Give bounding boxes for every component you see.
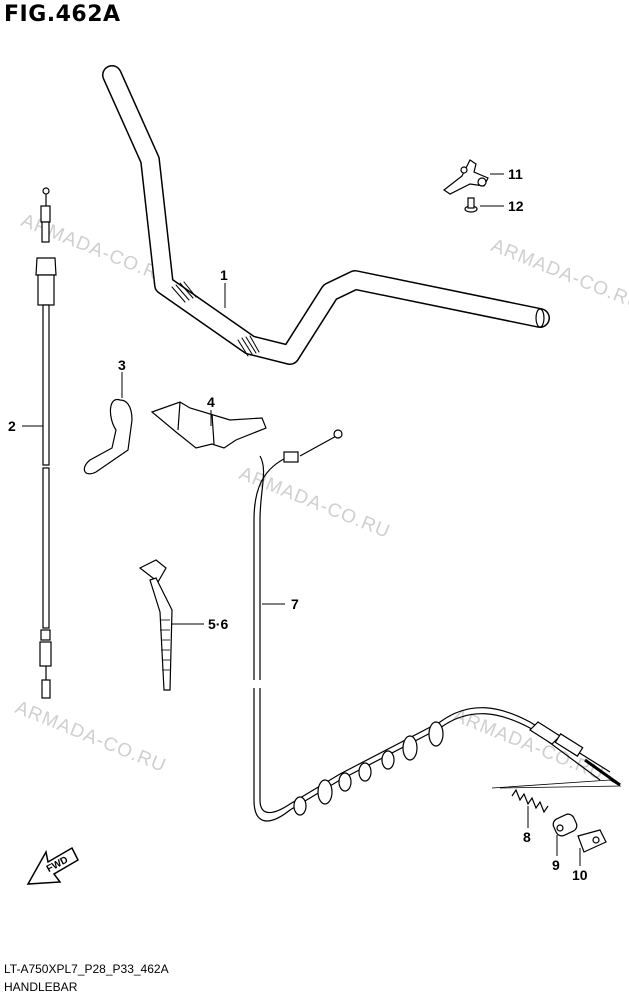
callout-12: 12 (508, 198, 524, 214)
callout-5-6: 5·6 (208, 616, 229, 632)
cable-7-part (253, 429, 621, 822)
callout-4: 4 (207, 394, 215, 410)
nut-9-part (552, 813, 578, 837)
callout-7: 7 (291, 596, 299, 612)
clip-3-part (83, 399, 133, 475)
clip-10-part (577, 829, 607, 853)
callout-10: 10 (572, 867, 588, 883)
callout-11: 11 (508, 166, 523, 182)
handlebar-part (102, 65, 550, 365)
footer-name: HANDLEBAR (4, 980, 78, 994)
fwd-arrow-icon: FWD (26, 846, 79, 885)
holder-4-part (150, 401, 267, 449)
handlebar-knurl (171, 281, 260, 357)
cable-2-part (35, 187, 57, 699)
callout-2: 2 (8, 418, 16, 434)
callout-9: 9 (552, 857, 560, 873)
callout-3: 3 (118, 357, 126, 373)
bracket-11-part (442, 159, 489, 195)
footer-code: LT-A750XPL7_P28_P33_462A (4, 962, 169, 976)
watermark-4: ARMADA-CO.RU (12, 697, 169, 777)
tie-band-5-6-part (138, 559, 173, 691)
callout-8: 8 (523, 829, 531, 845)
spring-8-part (511, 788, 549, 814)
figure-title: FIG.462A (4, 2, 121, 27)
watermark-5: ARMADA-CO.RU (450, 705, 607, 785)
callout-1: 1 (220, 267, 228, 283)
screw-12-part (464, 197, 478, 213)
leader-7-group (491, 779, 622, 789)
